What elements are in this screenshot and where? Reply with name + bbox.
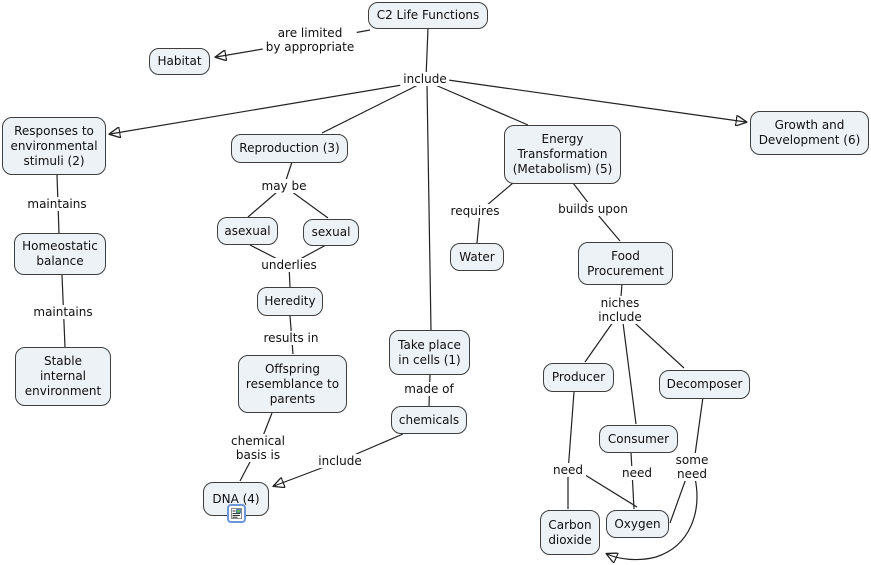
node-reproduction[interactable]: Reproduction (3) <box>231 134 348 163</box>
node-water[interactable]: Water <box>450 243 504 271</box>
link-chemical-basis-is[interactable]: chemical basis is <box>228 434 288 462</box>
link-may-be[interactable]: may be <box>258 179 310 193</box>
link-results-in[interactable]: results in <box>260 331 322 345</box>
link-niches-include[interactable]: niches include <box>595 296 645 324</box>
node-homeostatic-balance[interactable]: Homeostatic balance <box>14 233 106 275</box>
node-energy-transformation[interactable]: Energy Transformation (Metabolism) (5) <box>504 125 621 184</box>
node-heredity[interactable]: Heredity <box>257 287 323 316</box>
node-take-place-in-cells[interactable]: Take place in cells (1) <box>389 330 470 375</box>
edge-some-need-to-carbon-dioxide <box>607 477 698 560</box>
document-glyph <box>231 508 242 519</box>
link-made-of[interactable]: made of <box>401 382 457 396</box>
node-c2-life-functions[interactable]: C2 Life Functions <box>368 2 488 29</box>
edge-c2-to-include <box>425 27 429 79</box>
node-sexual[interactable]: sexual <box>303 219 359 246</box>
link-are-limited-by-appropriate[interactable]: are limited by appropriate <box>262 26 358 54</box>
edge-producer-to-carbon-dioxide <box>567 391 575 509</box>
node-asexual[interactable]: asexual <box>217 217 278 245</box>
link-maintains-2[interactable]: maintains <box>30 305 96 319</box>
node-growth-and-development[interactable]: Growth and Development (6) <box>750 111 869 155</box>
link-maintains-1[interactable]: maintains <box>24 197 90 211</box>
node-habitat[interactable]: Habitat <box>149 48 210 75</box>
edge-include-to-growth <box>447 79 746 122</box>
edge-include-to-take-place <box>426 84 432 331</box>
node-chemicals[interactable]: chemicals <box>391 406 467 434</box>
node-food-procurement[interactable]: Food Procurement <box>578 242 673 285</box>
node-offspring-resemblance[interactable]: Offspring resemblance to parents <box>238 355 347 413</box>
dna-resource-document-icon[interactable] <box>227 504 246 523</box>
link-underlies[interactable]: underlies <box>258 258 320 272</box>
node-responses-to-environmental-stimuli[interactable]: Responses to environmental stimuli (2) <box>2 117 106 175</box>
edge-include-to-energy <box>432 83 529 126</box>
edge-decomposer-to-some-need <box>693 396 704 463</box>
link-need-consumer[interactable]: need <box>619 466 655 480</box>
node-carbon-dioxide[interactable]: Carbon dioxide <box>540 510 600 555</box>
node-oxygen[interactable]: Oxygen <box>606 510 669 538</box>
link-include-top[interactable]: include <box>400 72 450 86</box>
edge-include-to-reproduction <box>321 84 419 134</box>
link-include-bottom[interactable]: include <box>315 454 365 468</box>
link-requires[interactable]: requires <box>447 204 503 218</box>
link-some-need[interactable]: some need <box>672 453 712 481</box>
edge-niches-to-consumer <box>621 314 637 425</box>
link-need-producer[interactable]: need <box>550 463 586 477</box>
node-decomposer[interactable]: Decomposer <box>659 370 750 399</box>
link-builds-upon[interactable]: builds upon <box>555 202 631 216</box>
edge-include-to-responses <box>110 81 421 134</box>
edge-need-to-oxygen-diagonal <box>576 469 638 508</box>
edge-some-need-to-oxygen <box>669 472 689 524</box>
node-consumer[interactable]: Consumer <box>599 425 678 453</box>
node-producer[interactable]: Producer <box>543 363 614 392</box>
edge-consumer-to-oxygen <box>630 451 635 510</box>
node-stable-internal-environment[interactable]: Stable internal environment <box>15 347 111 406</box>
